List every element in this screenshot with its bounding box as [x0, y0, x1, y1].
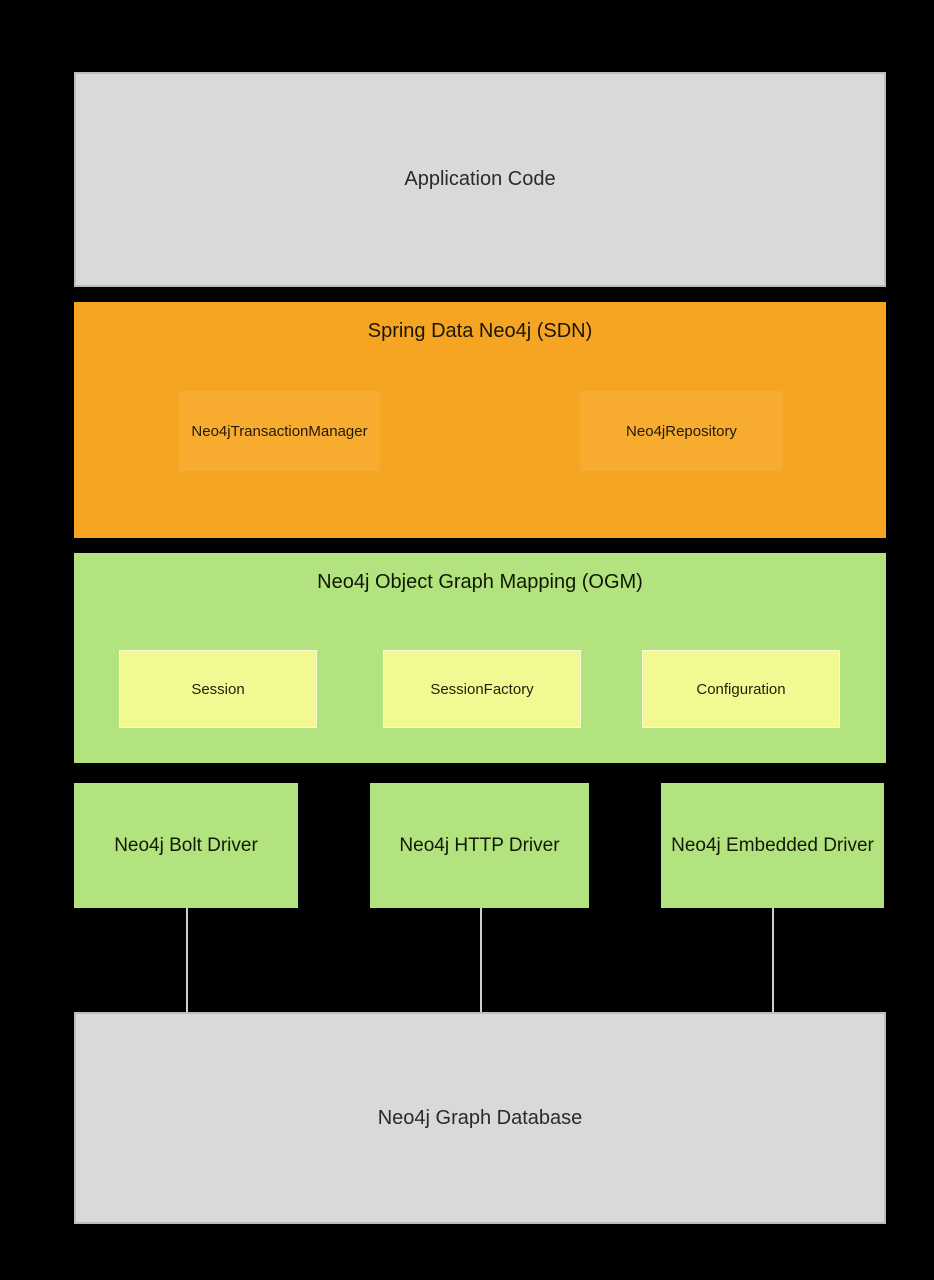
- neo4j-graph-database-box: Neo4j Graph Database: [74, 1012, 886, 1224]
- configuration-label: Configuration: [696, 680, 786, 698]
- application-code-box: Application Code: [74, 72, 886, 287]
- neo4j-repository-label: Neo4jRepository: [626, 422, 737, 440]
- neo4j-embedded-driver-label: Neo4j Embedded Driver: [671, 834, 874, 856]
- bolt-driver-connector-line: [186, 908, 188, 1012]
- ogm-title: Neo4j Object Graph Mapping (OGM): [317, 571, 643, 593]
- session-label: Session: [191, 680, 245, 698]
- session-box: Session: [119, 650, 317, 728]
- neo4j-ogm-box: Neo4j Object Graph Mapping (OGM) Session…: [74, 553, 886, 763]
- sdn-title: Spring Data Neo4j (SDN): [367, 320, 593, 342]
- embedded-driver-connector-line: [772, 908, 774, 1012]
- neo4j-http-driver-label: Neo4j HTTP Driver: [399, 834, 560, 856]
- http-driver-connector-line: [480, 908, 482, 1012]
- neo4j-bolt-driver-box: Neo4j Bolt Driver: [74, 783, 298, 908]
- configuration-box: Configuration: [642, 650, 840, 728]
- session-factory-label: SessionFactory: [430, 680, 534, 698]
- spring-data-neo4j-box: Spring Data Neo4j (SDN) Neo4jTransaction…: [74, 302, 886, 538]
- application-code-label: Application Code: [404, 168, 556, 190]
- neo4j-graph-database-label: Neo4j Graph Database: [377, 1106, 583, 1129]
- neo4j-transaction-manager-box: Neo4jTransactionManager: [179, 391, 380, 471]
- session-factory-box: SessionFactory: [383, 650, 581, 728]
- neo4j-repository-box: Neo4jRepository: [580, 391, 783, 471]
- neo4j-bolt-driver-label: Neo4j Bolt Driver: [114, 834, 258, 856]
- neo4j-transaction-manager-label: Neo4jTransactionManager: [191, 422, 368, 440]
- neo4j-http-driver-box: Neo4j HTTP Driver: [370, 783, 589, 908]
- neo4j-embedded-driver-box: Neo4j Embedded Driver: [661, 783, 884, 908]
